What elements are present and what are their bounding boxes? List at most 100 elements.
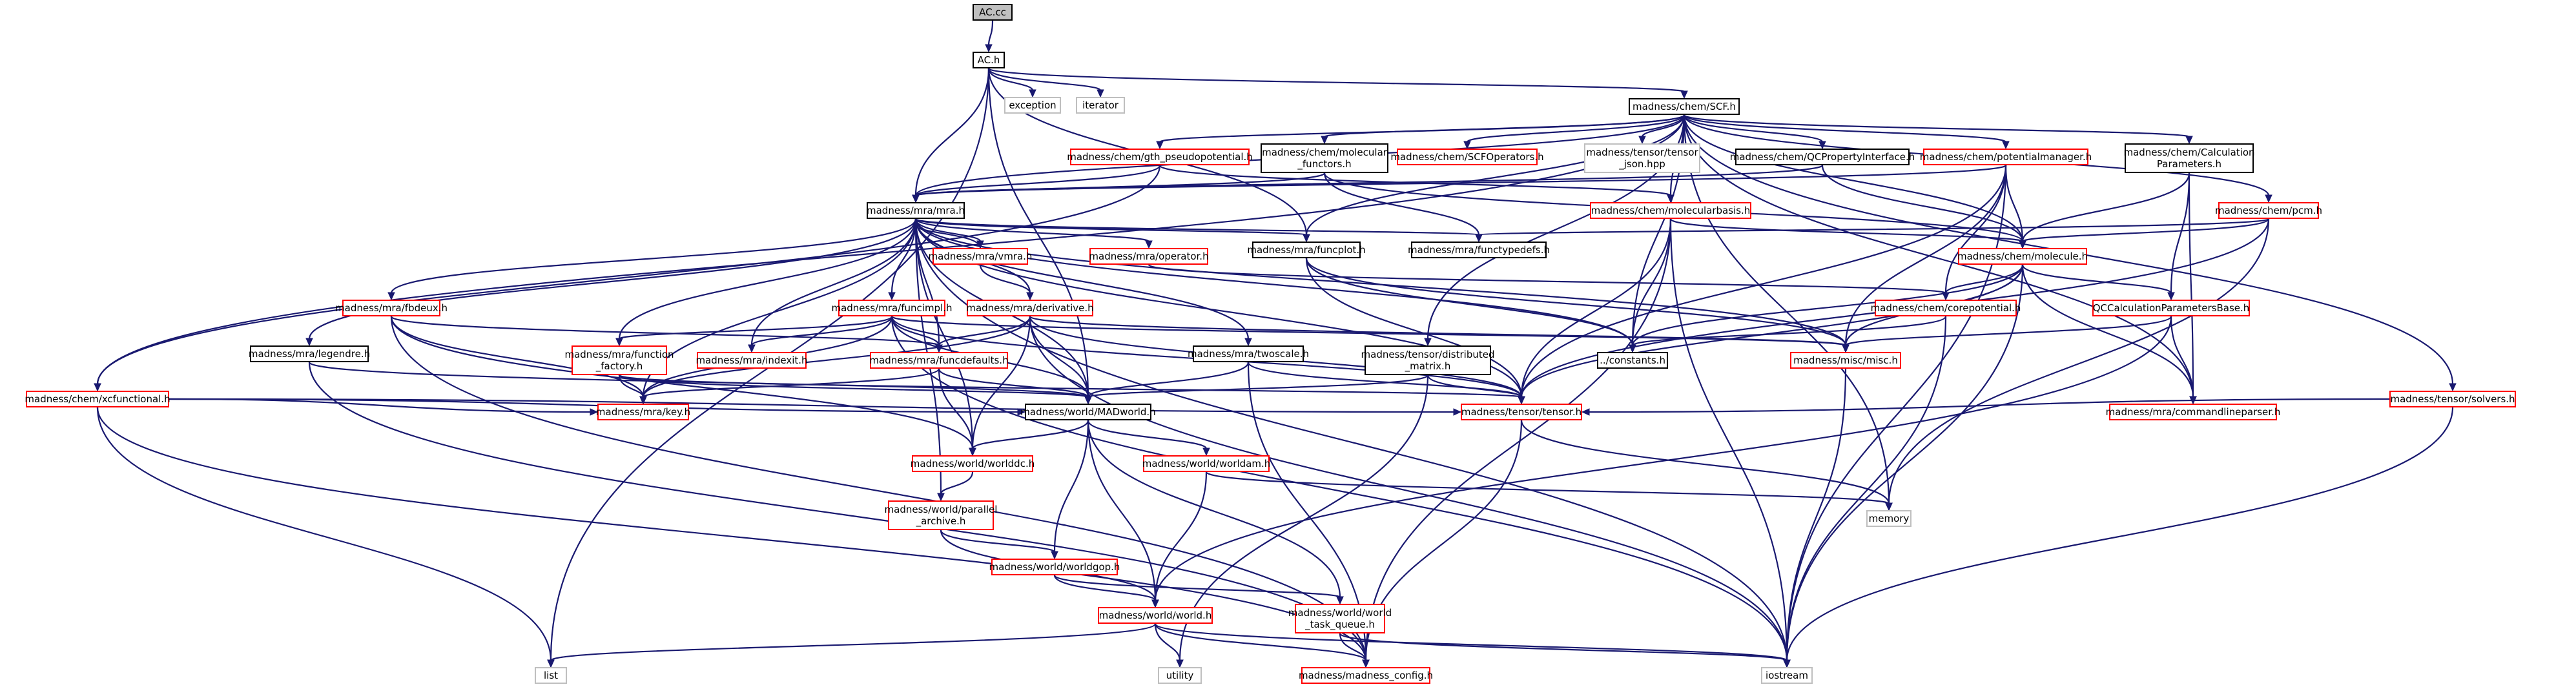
edge-derivative-to-madworld — [1029, 316, 1089, 398]
edge-arrowhead — [94, 383, 101, 392]
edge-mrah-to-constants — [914, 218, 1634, 346]
edge-arrowhead — [547, 659, 555, 668]
edge-scf-to-molecule — [1683, 114, 2024, 242]
node-madness-chem-molecularbasis-h[interactable]: madness/chem/molecularbasis.h — [1590, 202, 1751, 219]
node-madness-world-world-task-queue-h[interactable]: madness/world/world_task_queue.h — [1288, 604, 1392, 633]
node-list[interactable]: list — [535, 667, 567, 684]
node-madness-mra-function-factory-h[interactable]: madness/mra/function_factory.h — [564, 345, 674, 375]
node-madness-tensor-tensor-h[interactable]: madness/tensor/tensor.h — [1461, 404, 1582, 420]
node-madness-mra-key-h[interactable]: madness/mra/key.h — [596, 404, 690, 420]
edge-arrowhead — [912, 218, 920, 227]
node-madness-world-world-h[interactable]: madness/world/world.h — [1098, 607, 1213, 624]
node-madness-world-parallel-archive-h[interactable]: madness/world/parallel_archive.h — [885, 500, 997, 530]
node-label: iterator — [1082, 99, 1118, 111]
edge-arrowhead — [2019, 240, 2026, 249]
edge-twoscale-to-madworld — [1087, 362, 1250, 398]
edge-worlddc-to-parchive — [940, 471, 974, 495]
edge-xcfun-to-tensor — [169, 398, 1455, 413]
edge-xcfun-to-list — [96, 407, 552, 661]
node-label: madness/tensor/tensor — [1586, 147, 1698, 158]
node-label: AC.cc — [979, 6, 1006, 18]
edge-molecule-to-iostream — [1786, 264, 2024, 661]
node-madness-chem-gth-pseudopotential-h[interactable]: madness/chem/gth_pseudopotential.h — [1067, 149, 1253, 165]
edge-qccpb-to-cmdparser — [2170, 316, 2194, 398]
node-madness-world-worlddc-h[interactable]: madness/world/worlddc.h — [911, 455, 1035, 472]
edge-madworld-to-taskqueue — [1087, 420, 1341, 598]
node-madness-mra-fbdeux-h[interactable]: madness/mra/fbdeux.h — [335, 300, 448, 316]
node-ac-h[interactable]: AC.h — [973, 52, 1005, 68]
node-madness-chem-scfoperators-h[interactable]: madness/chem/SCFOperators.h — [1390, 149, 1544, 165]
node-madness-mra-operator-h[interactable]: madness/mra/operator.h — [1089, 248, 1209, 265]
node-label: _factory.h — [595, 360, 643, 372]
node-madness-mra-commandlineparser-h[interactable]: madness/mra/commandlineparser.h — [2106, 404, 2280, 420]
node-qccalculationparametersbase-h[interactable]: QCCalculationParametersBase.h — [2092, 300, 2250, 316]
edge-molbasis-to-madconfig — [1365, 218, 1672, 661]
node-utility[interactable]: utility — [1158, 667, 1202, 684]
edge-arrowhead — [1051, 551, 1058, 560]
node-madness-madness-config-h[interactable]: madness/madness_config.h — [1299, 667, 1433, 684]
edge-arrowhead — [2449, 383, 2457, 392]
edge-solvers-to-tensor — [1588, 398, 2390, 413]
node-madness-chem-molecule-h[interactable]: madness/chem/molecule.h — [1957, 248, 2088, 265]
node-madness-chem-xcfunctional-h[interactable]: madness/chem/xcfunctional.h — [25, 391, 170, 407]
edge-mrah-to-functypedefs — [914, 218, 1480, 236]
node-madness-mra-funcimpl-h[interactable]: madness/mra/funcimpl.h — [831, 300, 953, 316]
node-label: madness/mra/vmra.h — [928, 251, 1033, 262]
node-constants-h[interactable]: ../constants.h — [1597, 352, 1668, 369]
node-madness-tensor-tensor-json-hpp[interactable]: madness/tensor/tensor_json.hpp — [1584, 143, 1700, 173]
node-madness-mra-funcplot-h[interactable]: madness/mra/funcplot.h — [1247, 242, 1366, 258]
node-memory[interactable]: memory — [1866, 510, 1911, 527]
node-madness-misc-misc-h[interactable]: madness/misc/misc.h — [1790, 352, 1901, 369]
edge-tensor-to-memory — [1520, 420, 1890, 504]
edge-fbdeux-to-key — [390, 316, 644, 398]
node-madness-tensor-solvers-h[interactable]: madness/tensor/solvers.h — [2389, 391, 2516, 407]
node-label: iostream — [1766, 670, 1808, 681]
edge-scf-to-cmdparser — [1683, 114, 2194, 398]
node-label: madness/chem/pcm.h — [2214, 205, 2323, 216]
edge-taskqueue-to-iostream — [1339, 632, 1788, 662]
node-madness-chem-corepotential-h[interactable]: madness/chem/corepotential.h — [1871, 300, 2021, 316]
edge-molbasis-to-molecule — [1669, 218, 2024, 243]
node-madness-mra-mra-h[interactable]: madness/mra/mra.h — [867, 202, 965, 219]
node-madness-chem-molecular-functors-h[interactable]: madness/chem/molecular_functors.h — [1261, 143, 1388, 173]
node-madness-mra-indexit-h[interactable]: madness/mra/indexit.h — [696, 352, 808, 369]
node-madness-mra-twoscale-h[interactable]: madness/mra/twoscale.h — [1188, 345, 1309, 362]
node-madness-mra-functypedefs-h[interactable]: madness/mra/functypedefs.h — [1408, 242, 1550, 258]
node-madness-tensor-distributed-matrix-h[interactable]: madness/tensor/distributed_matrix.h — [1361, 345, 1494, 375]
node-label: utility — [1166, 670, 1194, 681]
node-label: Parameters.h — [2156, 158, 2222, 170]
node-madness-world-worldgop-h[interactable]: madness/world/worldgop.h — [989, 559, 1120, 575]
node-label: _functors.h — [1297, 158, 1352, 170]
edge-arrowhead — [1424, 338, 1432, 347]
edge-arrowhead — [1176, 659, 1184, 668]
node-madness-chem-pcm-h[interactable]: madness/chem/pcm.h — [2214, 202, 2323, 219]
node-label: madness/mra/commandlineparser.h — [2105, 406, 2281, 418]
edge-derivative-to-iostream — [1029, 316, 1788, 661]
node-madness-mra-funcdefaults-h[interactable]: madness/mra/funcdefaults.h — [869, 352, 1009, 369]
edge-ach-to-iterator — [987, 68, 1102, 92]
edge-molecule-to-corepot — [1944, 264, 2024, 294]
node-madness-chem-qcpropertyinterface-h[interactable]: madness/chem/QCPropertyInterface.h — [1730, 149, 1915, 165]
edge-funcimpl-to-indexit — [750, 316, 893, 346]
node-madness-world-worldam-h[interactable]: madness/world/worldam.h — [1142, 455, 1270, 472]
node-madness-world-madworld-h[interactable]: madness/world/MADworld.h — [1020, 404, 1156, 420]
node-exception[interactable]: exception — [1004, 97, 1061, 114]
node-iostream[interactable]: iostream — [1761, 667, 1813, 684]
node-label: madness/chem/molecularbasis.h — [1591, 205, 1751, 216]
edge-worldgop-to-taskqueue — [1053, 574, 1341, 599]
edge-corepot-to-iostream — [1786, 316, 1947, 661]
edge-funcplot-to-misc — [1305, 258, 1847, 346]
node-madness-mra-legendre-h[interactable]: madness/mra/legendre.h — [249, 345, 370, 362]
node-madness-mra-vmra-h[interactable]: madness/mra/vmra.h — [929, 248, 1032, 265]
node-madness-mra-derivative-h[interactable]: madness/mra/derivative.h — [966, 300, 1094, 316]
node-label: madness/mra/function — [564, 349, 674, 360]
node-iterator[interactable]: iterator — [1076, 97, 1125, 114]
node-madness-chem-potentialmanager-h[interactable]: madness/chem/potentialmanager.h — [1920, 149, 2092, 165]
edge-arrowhead — [1151, 599, 1159, 608]
node-label: _matrix.h — [1405, 360, 1451, 372]
edge-molecule-to-tensor — [1520, 264, 2024, 398]
edge-pcm-to-functypedefs — [1478, 218, 2270, 236]
node-madness-chem-scf-h[interactable]: madness/chem/SCF.h — [1629, 98, 1740, 115]
edge-mrah-to-funcimpl — [891, 218, 917, 294]
